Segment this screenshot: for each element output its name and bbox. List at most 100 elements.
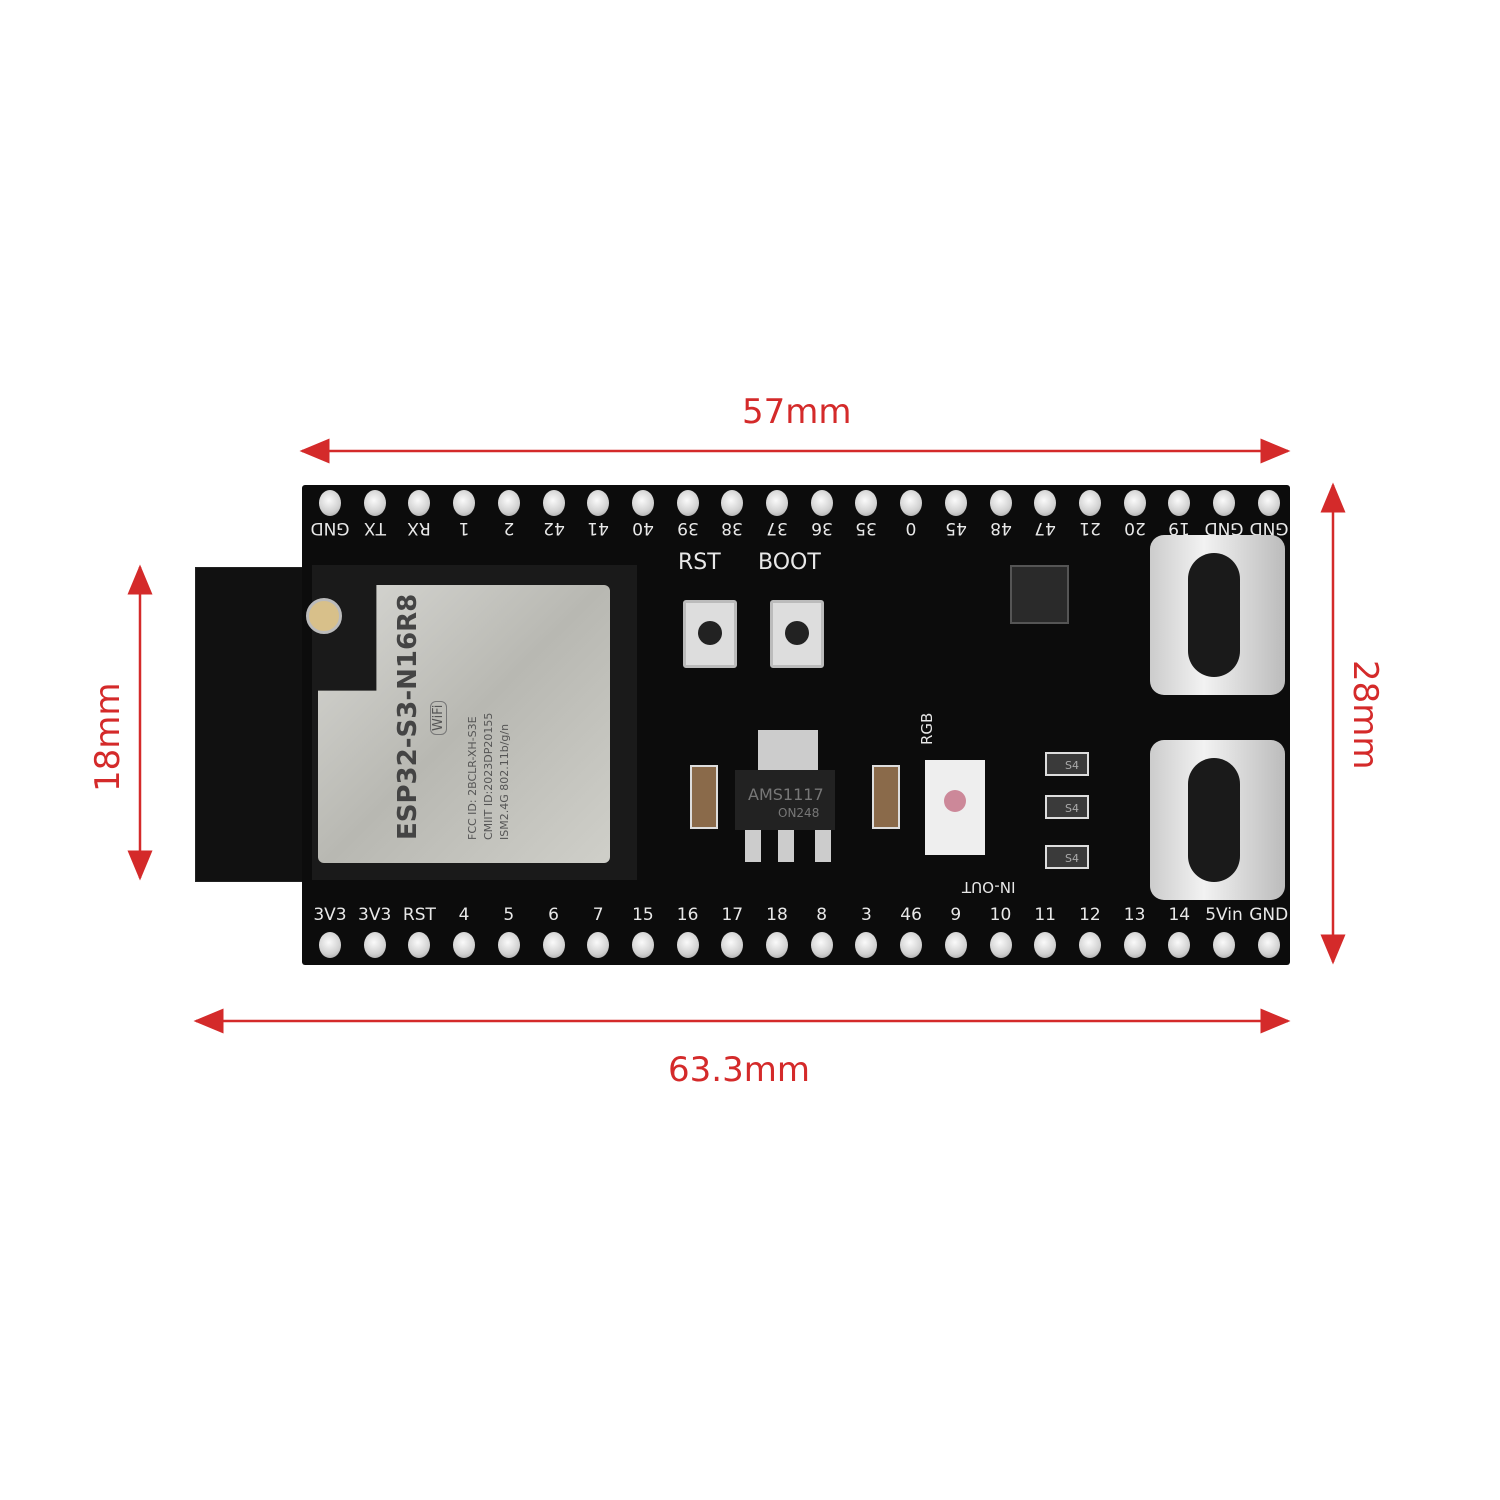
header-pin-top bbox=[810, 490, 833, 516]
pin-label-bottom: 3 bbox=[860, 905, 872, 925]
regulator-leg bbox=[778, 830, 794, 862]
pin-label-bottom: 7 bbox=[592, 905, 604, 925]
header-pin-bottom bbox=[408, 932, 431, 958]
header-pin-bottom bbox=[900, 932, 923, 958]
module-fcc: FCC ID: 2BCLR-XH-S3E bbox=[466, 716, 479, 840]
ufl-connector bbox=[306, 598, 342, 634]
header-pin-top bbox=[363, 490, 386, 516]
pin-label-bottom: 11 bbox=[1034, 905, 1056, 925]
pin-label-top: 42 bbox=[542, 518, 565, 538]
header-pin-top bbox=[900, 490, 923, 516]
pin-label-top: 35 bbox=[855, 518, 878, 538]
regulator-tab bbox=[758, 730, 818, 770]
header-pin-top bbox=[1213, 490, 1235, 516]
rgb-label: RGB bbox=[918, 712, 936, 745]
header-pin-bottom bbox=[497, 932, 520, 958]
usb-c-port-2[interactable] bbox=[1150, 740, 1285, 900]
pin-label-bottom: RST bbox=[402, 905, 436, 925]
pin-label-top: 45 bbox=[944, 518, 967, 538]
header-pin-top bbox=[631, 490, 654, 516]
usb-uart-chip bbox=[1010, 565, 1069, 624]
pin-label-top: 47 bbox=[1034, 518, 1057, 538]
module-band: ISM2.4G 802.11b/g/n bbox=[498, 723, 511, 840]
pin-label-bottom: 16 bbox=[676, 905, 699, 925]
pin-label-top: 39 bbox=[676, 518, 699, 538]
pin-label-top: 41 bbox=[587, 518, 610, 538]
pin-label-top: 2 bbox=[503, 518, 515, 538]
header-pin-top bbox=[1034, 490, 1057, 516]
header-pin-top bbox=[497, 490, 520, 516]
header-pin-top bbox=[989, 490, 1012, 516]
pin-label-top: 1 bbox=[458, 518, 470, 538]
regulator-leg bbox=[815, 830, 831, 862]
header-pin-top bbox=[453, 490, 476, 516]
header-pin-bottom bbox=[1168, 932, 1191, 958]
pin-label-bottom: 8 bbox=[816, 905, 828, 925]
rst-button[interactable] bbox=[683, 600, 737, 668]
rgb-led-lens bbox=[944, 790, 966, 812]
header-pin-bottom bbox=[810, 932, 833, 958]
regulator-text: AMS1117 bbox=[748, 785, 824, 804]
header-pin-top bbox=[855, 490, 878, 516]
header-pin-top bbox=[1078, 490, 1101, 516]
capacitor bbox=[690, 765, 718, 829]
header-pin-bottom bbox=[1034, 932, 1057, 958]
header-pin-top bbox=[1168, 490, 1191, 516]
pin-label-bottom: 4 bbox=[458, 905, 470, 925]
regulator-leg bbox=[745, 830, 761, 862]
pin-label-top: TX bbox=[363, 518, 386, 538]
module-cmiit: CMIIT ID:2023DP20155 bbox=[482, 712, 495, 840]
diode: S4 bbox=[1045, 752, 1089, 776]
boot-label: BOOT bbox=[758, 550, 821, 575]
pin-label-bottom: 9 bbox=[950, 905, 962, 925]
boot-button[interactable] bbox=[770, 600, 824, 668]
header-pin-bottom bbox=[766, 932, 788, 958]
pin-label-bottom: 46 bbox=[900, 905, 922, 925]
pin-label-bottom: 6 bbox=[548, 905, 559, 925]
header-pin-bottom bbox=[676, 932, 699, 958]
pin-label-bottom: 14 bbox=[1168, 905, 1191, 925]
header-pin-bottom bbox=[587, 932, 610, 958]
diode-label: S4 bbox=[1065, 852, 1079, 865]
pin-label-bottom: 17 bbox=[721, 905, 744, 925]
wifi-badge: WiFi bbox=[430, 700, 447, 735]
in-out-label: IN-OUT bbox=[962, 878, 1016, 896]
diode: S4 bbox=[1045, 795, 1089, 819]
pin-label-bottom: 12 bbox=[1079, 905, 1101, 925]
diode: S4 bbox=[1045, 845, 1089, 869]
header-pin-bottom bbox=[721, 932, 744, 958]
top-width-label: 57mm bbox=[742, 392, 852, 432]
header-pin-top bbox=[542, 490, 565, 516]
header-pin-bottom bbox=[989, 932, 1012, 958]
header-pin-top bbox=[1257, 490, 1280, 516]
regulator-subtext: ON248 bbox=[778, 806, 820, 820]
pin-label-bottom: 5 bbox=[503, 905, 515, 925]
voltage-regulator bbox=[735, 770, 835, 830]
header-pin-bottom bbox=[1123, 932, 1146, 958]
pin-label-top: 36 bbox=[810, 518, 833, 538]
diode-label: S4 bbox=[1065, 802, 1079, 815]
pin-label-bottom: 10 bbox=[989, 905, 1012, 925]
header-pin-bottom bbox=[1213, 932, 1235, 958]
right-height-label: 28mm bbox=[1345, 660, 1385, 770]
usb-c-port-1[interactable] bbox=[1150, 535, 1285, 695]
pin-label-top: 21 bbox=[1079, 518, 1101, 538]
diode-label: S4 bbox=[1065, 759, 1079, 772]
pin-label-bottom: 5Vin bbox=[1205, 905, 1243, 925]
pin-label-top: 48 bbox=[989, 518, 1012, 538]
pcb-antenna bbox=[195, 567, 317, 882]
pin-label-top: 20 bbox=[1123, 518, 1146, 538]
header-pin-bottom bbox=[319, 932, 341, 958]
rst-label: RST bbox=[678, 550, 721, 575]
header-pin-bottom bbox=[855, 932, 878, 958]
left-height-label: 18mm bbox=[88, 682, 128, 792]
bottom-width-label: 63.3mm bbox=[668, 1050, 810, 1090]
module-name: ESP32-S3-N16R8 bbox=[393, 593, 423, 840]
header-pin-top bbox=[676, 490, 699, 516]
header-pin-top bbox=[319, 490, 341, 516]
header-pin-top bbox=[766, 490, 788, 516]
header-pin-bottom bbox=[363, 932, 386, 958]
pin-label-bottom: 3V3 bbox=[358, 905, 392, 925]
pin-label-top: 38 bbox=[721, 518, 744, 538]
